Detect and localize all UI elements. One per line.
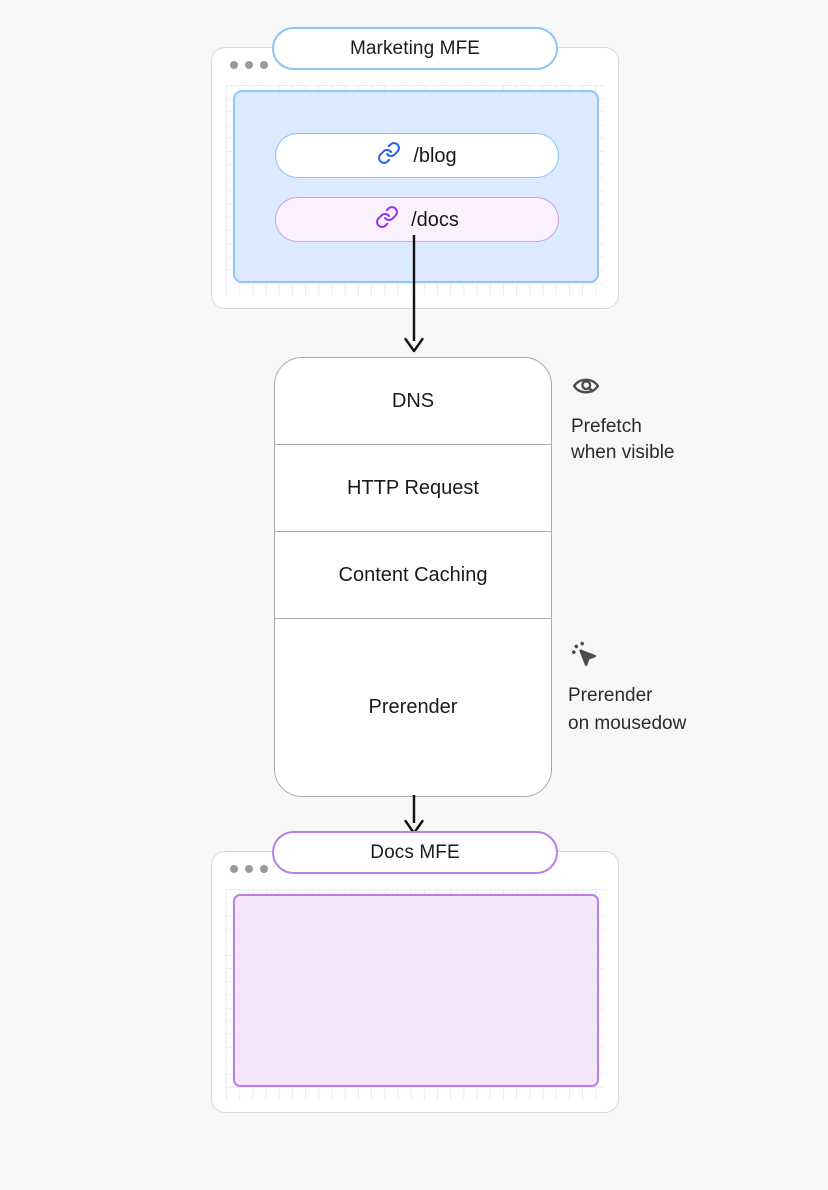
annotation-prerender: Prerender on mousedow (568, 638, 686, 737)
link-icon (377, 141, 401, 171)
traffic-light-dot (245, 61, 253, 69)
marketing-window-body: /blog /docs (226, 85, 604, 296)
window-traffic-lights (230, 865, 268, 873)
docs-mfe-window: Docs MFE (211, 831, 619, 1113)
traffic-light-dot (230, 61, 238, 69)
traffic-light-dot (245, 865, 253, 873)
marketing-mfe-window: /blog /docs Marketing MFE (211, 27, 619, 309)
traffic-light-dot (230, 865, 238, 873)
arrow-docs-to-pipeline (398, 235, 430, 362)
annotation-prefetch: Prefetch when visible (571, 371, 675, 466)
traffic-light-dot (260, 865, 268, 873)
route-link-blog[interactable]: /blog (275, 133, 559, 178)
link-icon (375, 205, 399, 235)
window-traffic-lights (230, 61, 268, 69)
pipeline-step-label: DNS (391, 389, 435, 412)
request-pipeline-stack: DNS HTTP Request Content Caching Prerend… (274, 357, 552, 797)
pipeline-step-prerender: Prerender (275, 619, 551, 796)
annotation-text-line1: Prefetch (571, 416, 642, 437)
annotation-text-line2: on mousedow (568, 713, 687, 734)
route-label: /blog (413, 144, 457, 167)
scan-eye-icon (571, 371, 675, 406)
marketing-content-panel: /blog /docs (233, 90, 599, 283)
pipeline-step-label: Content Caching (338, 563, 488, 586)
route-label: /docs (411, 208, 459, 231)
annotation-text-line1: Prerender (568, 685, 653, 706)
pipeline-step-label: Prerender (368, 696, 458, 718)
marketing-mfe-title-pill: Marketing MFE (272, 27, 558, 70)
window-title: Docs MFE (370, 841, 460, 863)
pipeline-step-label: HTTP Request (347, 476, 479, 499)
docs-mfe-title-pill: Docs MFE (272, 831, 558, 874)
annotation-text-line2: when visible (571, 442, 675, 463)
pipeline-step-dns: DNS (275, 358, 551, 445)
docs-window-body (226, 889, 604, 1100)
pipeline-step-http-request: HTTP Request (275, 445, 551, 532)
docs-content-panel (233, 894, 599, 1087)
window-title: Marketing MFE (349, 37, 481, 59)
route-link-docs[interactable]: /docs (275, 197, 559, 242)
mouse-pointer-click-icon (568, 638, 686, 675)
pipeline-step-content-caching: Content Caching (275, 532, 551, 619)
traffic-light-dot (260, 61, 268, 69)
